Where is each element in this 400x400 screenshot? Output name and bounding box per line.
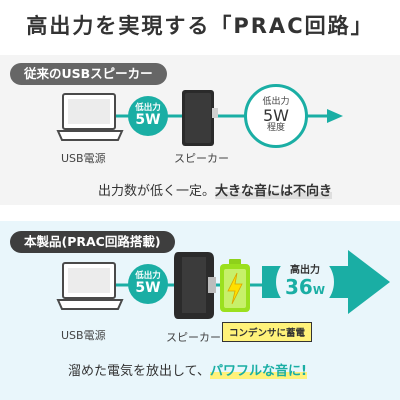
high-output-number: 36 <box>285 274 313 299</box>
conventional-label: 従来のUSBスピーカー <box>10 63 167 85</box>
page-title: 高出力を実現する「PRAC回路」 <box>26 14 374 38</box>
speaker-caption: スピーカー <box>166 331 221 344</box>
badge-top-text: 低出力 <box>135 103 161 114</box>
product-sentence: 溜めた電気を放出して、パワフルな音に! <box>68 360 307 379</box>
high-output-top-text: 高出力 <box>290 265 320 277</box>
laptop-icon <box>56 262 124 310</box>
laptop-icon <box>56 93 124 141</box>
sentence-highlight: パワフルな音に! <box>209 364 307 379</box>
speaker-caption: スピーカー <box>174 152 229 165</box>
speaker-icon <box>174 252 216 319</box>
usb-power-caption: USB電源 <box>61 329 106 342</box>
capacitor-battery-icon <box>220 259 250 312</box>
output-value: 5W <box>263 105 289 125</box>
conventional-sentence: 出力数が低く一定。大きな音には不向き <box>98 180 333 199</box>
usb-power-caption: USB電源 <box>61 152 106 165</box>
high-output-value: 36W <box>285 274 325 299</box>
badge-value: 5W <box>135 280 161 297</box>
high-output-unit: W <box>312 283 325 297</box>
badge-top-text: 低出力 <box>135 271 161 282</box>
output-top-text: 低出力 <box>262 97 290 108</box>
speaker-icon <box>182 90 218 146</box>
low-output-badge: 低出力 5W <box>128 264 168 304</box>
output-circle: 低出力 5W 程度 <box>244 84 308 148</box>
output-bottom-text: 程度 <box>266 123 285 134</box>
capacitor-label: コンデンサに蓄電 <box>222 322 313 342</box>
product-label: 本製品(PRAC回路搭載) <box>10 231 175 253</box>
sentence-prefix: 出力数が低く一定。 <box>98 184 216 199</box>
low-output-badge: 低出力 5W <box>128 96 168 136</box>
badge-value: 5W <box>135 112 161 129</box>
sentence-prefix: 溜めた電気を放出して、 <box>68 364 210 379</box>
sentence-highlight: 大きな音には不向き <box>215 184 333 199</box>
high-output-circle: 高出力 36W <box>276 253 334 311</box>
